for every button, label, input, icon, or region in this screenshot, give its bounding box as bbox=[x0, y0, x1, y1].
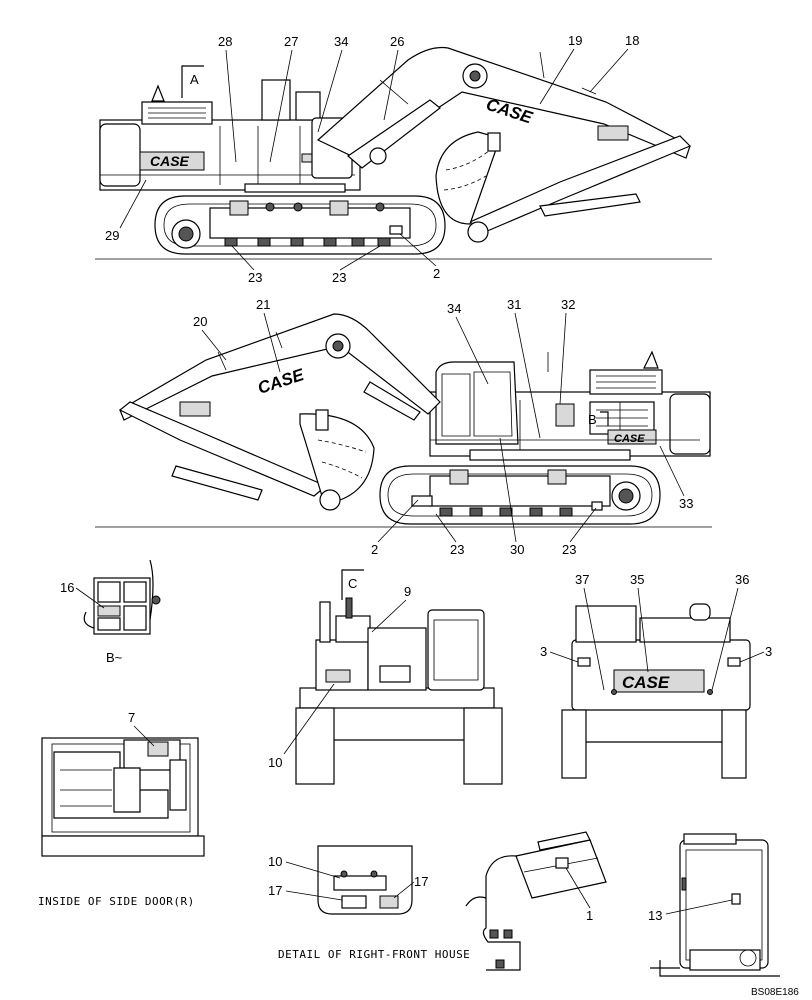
label-view-markers-b-view: B~ bbox=[106, 650, 123, 665]
right-track bbox=[379, 465, 661, 525]
brand-decal-right-housing: CASE bbox=[614, 433, 645, 445]
label-callouts-n23: 23 bbox=[450, 542, 464, 557]
caption-right-front-house: DETAIL OF RIGHT-FRONT HOUSE bbox=[278, 948, 470, 961]
brand-decal-rear: CASE bbox=[622, 673, 670, 692]
label-callouts-n31: 31 bbox=[507, 297, 521, 312]
view-marker-a: A bbox=[181, 65, 204, 98]
label-view-markers-b: B bbox=[588, 412, 597, 427]
detail-b: 16 B~ bbox=[60, 559, 161, 665]
label-callouts-n26: 26 bbox=[390, 34, 404, 49]
label-callouts-n23: 23 bbox=[562, 542, 576, 557]
front-view-c: C 9 10 bbox=[268, 569, 503, 785]
label-callouts-n18: 18 bbox=[625, 33, 639, 48]
label-callouts-n10: 10 bbox=[268, 755, 282, 770]
label-callouts-n34: 34 bbox=[447, 301, 461, 316]
right-front-attachment: CASE bbox=[118, 313, 441, 511]
label-callouts-n35: 35 bbox=[630, 572, 644, 587]
label-callouts-n13: 13 bbox=[648, 908, 662, 923]
label-callouts-n16: 16 bbox=[60, 580, 74, 595]
label-callouts-n36: 36 bbox=[735, 572, 749, 587]
label-callouts-n1: 1 bbox=[586, 908, 593, 923]
label-callouts-n17: 17 bbox=[268, 883, 282, 898]
label-callouts-n23: 23 bbox=[332, 270, 346, 285]
label-callouts-n27: 27 bbox=[284, 34, 298, 49]
label-callouts-n32: 32 bbox=[561, 297, 575, 312]
right-side-callouts: 20 21 34 31 32 33 2 23 30 23 bbox=[193, 297, 693, 557]
label-callouts-n37: 37 bbox=[575, 572, 589, 587]
label-callouts-n3: 3 bbox=[540, 644, 547, 659]
right-side-view: CASE B CASE 20 bbox=[95, 297, 712, 557]
label-callouts-n2: 2 bbox=[433, 266, 440, 281]
label-callouts-n20: 20 bbox=[193, 314, 207, 329]
left-side-callouts: 28 27 34 26 19 18 29 23 23 2 bbox=[105, 33, 639, 285]
left-front-attachment: CASE bbox=[316, 46, 692, 243]
right-front-house-detail: 10 17 17 DETAIL OF RIGHT-FRONT HOUSE bbox=[268, 845, 470, 961]
left-track bbox=[154, 195, 446, 255]
label-callouts-n19: 19 bbox=[568, 33, 582, 48]
label-callouts-n9: 9 bbox=[404, 584, 411, 599]
label-callouts-n10: 10 bbox=[268, 854, 282, 869]
label-callouts-n3: 3 bbox=[765, 644, 772, 659]
label-callouts-n17: 17 bbox=[414, 874, 428, 889]
label-callouts-n30: 30 bbox=[510, 542, 524, 557]
label-callouts-n21: 21 bbox=[256, 297, 270, 312]
caption-side-door: INSIDE OF SIDE DOOR(R) bbox=[38, 895, 195, 908]
right-upper-structure: CASE B bbox=[429, 350, 711, 461]
rear-view: CASE 37 35 36 3 3 bbox=[540, 572, 772, 779]
detail-item-1: 1 bbox=[465, 831, 607, 971]
label-callouts-n29: 29 bbox=[105, 228, 119, 243]
brand-decal-left-housing: CASE bbox=[150, 153, 190, 169]
label-view-markers-c: C bbox=[348, 576, 357, 591]
side-door-detail: 7 INSIDE OF SIDE DOOR(R) bbox=[38, 710, 205, 908]
label-view-markers-a: A bbox=[190, 72, 199, 87]
label-callouts-n7: 7 bbox=[128, 710, 135, 725]
label-callouts-n34: 34 bbox=[334, 34, 348, 49]
drawing-code: BS08E186 bbox=[751, 987, 799, 998]
brand-decal-right-boom: CASE bbox=[255, 365, 306, 398]
label-callouts-n33: 33 bbox=[679, 496, 693, 511]
detail-item-13: 13 bbox=[648, 833, 780, 977]
label-callouts-n2: 2 bbox=[371, 542, 378, 557]
label-callouts-n23: 23 bbox=[248, 270, 262, 285]
label-callouts-n28: 28 bbox=[218, 34, 232, 49]
left-side-view: CASE A CASE bbox=[95, 33, 712, 285]
